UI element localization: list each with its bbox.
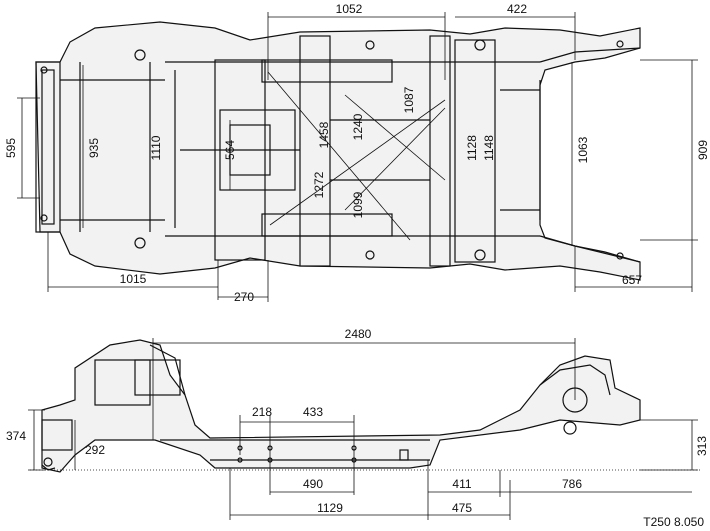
dim-side-433: 433 bbox=[303, 405, 323, 419]
dim-side-218: 218 bbox=[252, 405, 272, 419]
dimension-labels: 1052 422 1087 1458 1240 595 935 1110 564… bbox=[4, 2, 710, 529]
dim-top-1240: 1240 bbox=[351, 113, 365, 140]
dim-top-909: 909 bbox=[696, 140, 710, 160]
dim-top-564: 564 bbox=[223, 140, 237, 160]
dim-side-1129: 1129 bbox=[317, 501, 343, 515]
dim-top-657: 657 bbox=[622, 273, 642, 287]
dim-top-1272: 1272 bbox=[312, 171, 326, 198]
figure-code: T250 8.050 bbox=[643, 515, 704, 529]
crossmember-2 bbox=[299, 35, 331, 267]
dim-top-1087: 1087 bbox=[402, 86, 416, 113]
dim-side-490: 490 bbox=[303, 477, 323, 491]
dim-top-1110: 1110 bbox=[149, 135, 163, 160]
dim-top-1063: 1063 bbox=[576, 136, 590, 163]
dim-top-1015: 1015 bbox=[120, 272, 147, 286]
dim-top-1148: 1148 bbox=[482, 135, 496, 161]
dim-side-313: 313 bbox=[695, 436, 709, 456]
frame-outline-top-view bbox=[35, 21, 641, 281]
dim-top-595: 595 bbox=[4, 138, 18, 158]
dim-top-270: 270 bbox=[234, 290, 254, 304]
top-view-frame bbox=[35, 21, 641, 281]
dim-side-475: 475 bbox=[452, 501, 472, 515]
top-view-dimension-lines bbox=[17, 12, 698, 302]
dim-side-374: 374 bbox=[6, 429, 26, 443]
side-view-frame bbox=[41, 339, 641, 473]
side-view-dimension-lines bbox=[28, 338, 700, 520]
dim-top-422: 422 bbox=[507, 2, 527, 16]
dim-side-411: 411 bbox=[452, 477, 471, 491]
dim-side-292: 292 bbox=[85, 443, 105, 457]
dim-side-2480: 2480 bbox=[345, 327, 372, 341]
dim-top-1052: 1052 bbox=[336, 2, 363, 16]
dim-top-1128: 1128 bbox=[465, 135, 479, 161]
crossmember-1 bbox=[214, 59, 266, 261]
dim-top-1099: 1099 bbox=[351, 191, 365, 218]
dim-side-786: 786 bbox=[562, 477, 582, 491]
dim-top-1458: 1458 bbox=[317, 121, 331, 148]
dim-top-935: 935 bbox=[87, 138, 101, 158]
crossmember-3 bbox=[429, 35, 451, 267]
